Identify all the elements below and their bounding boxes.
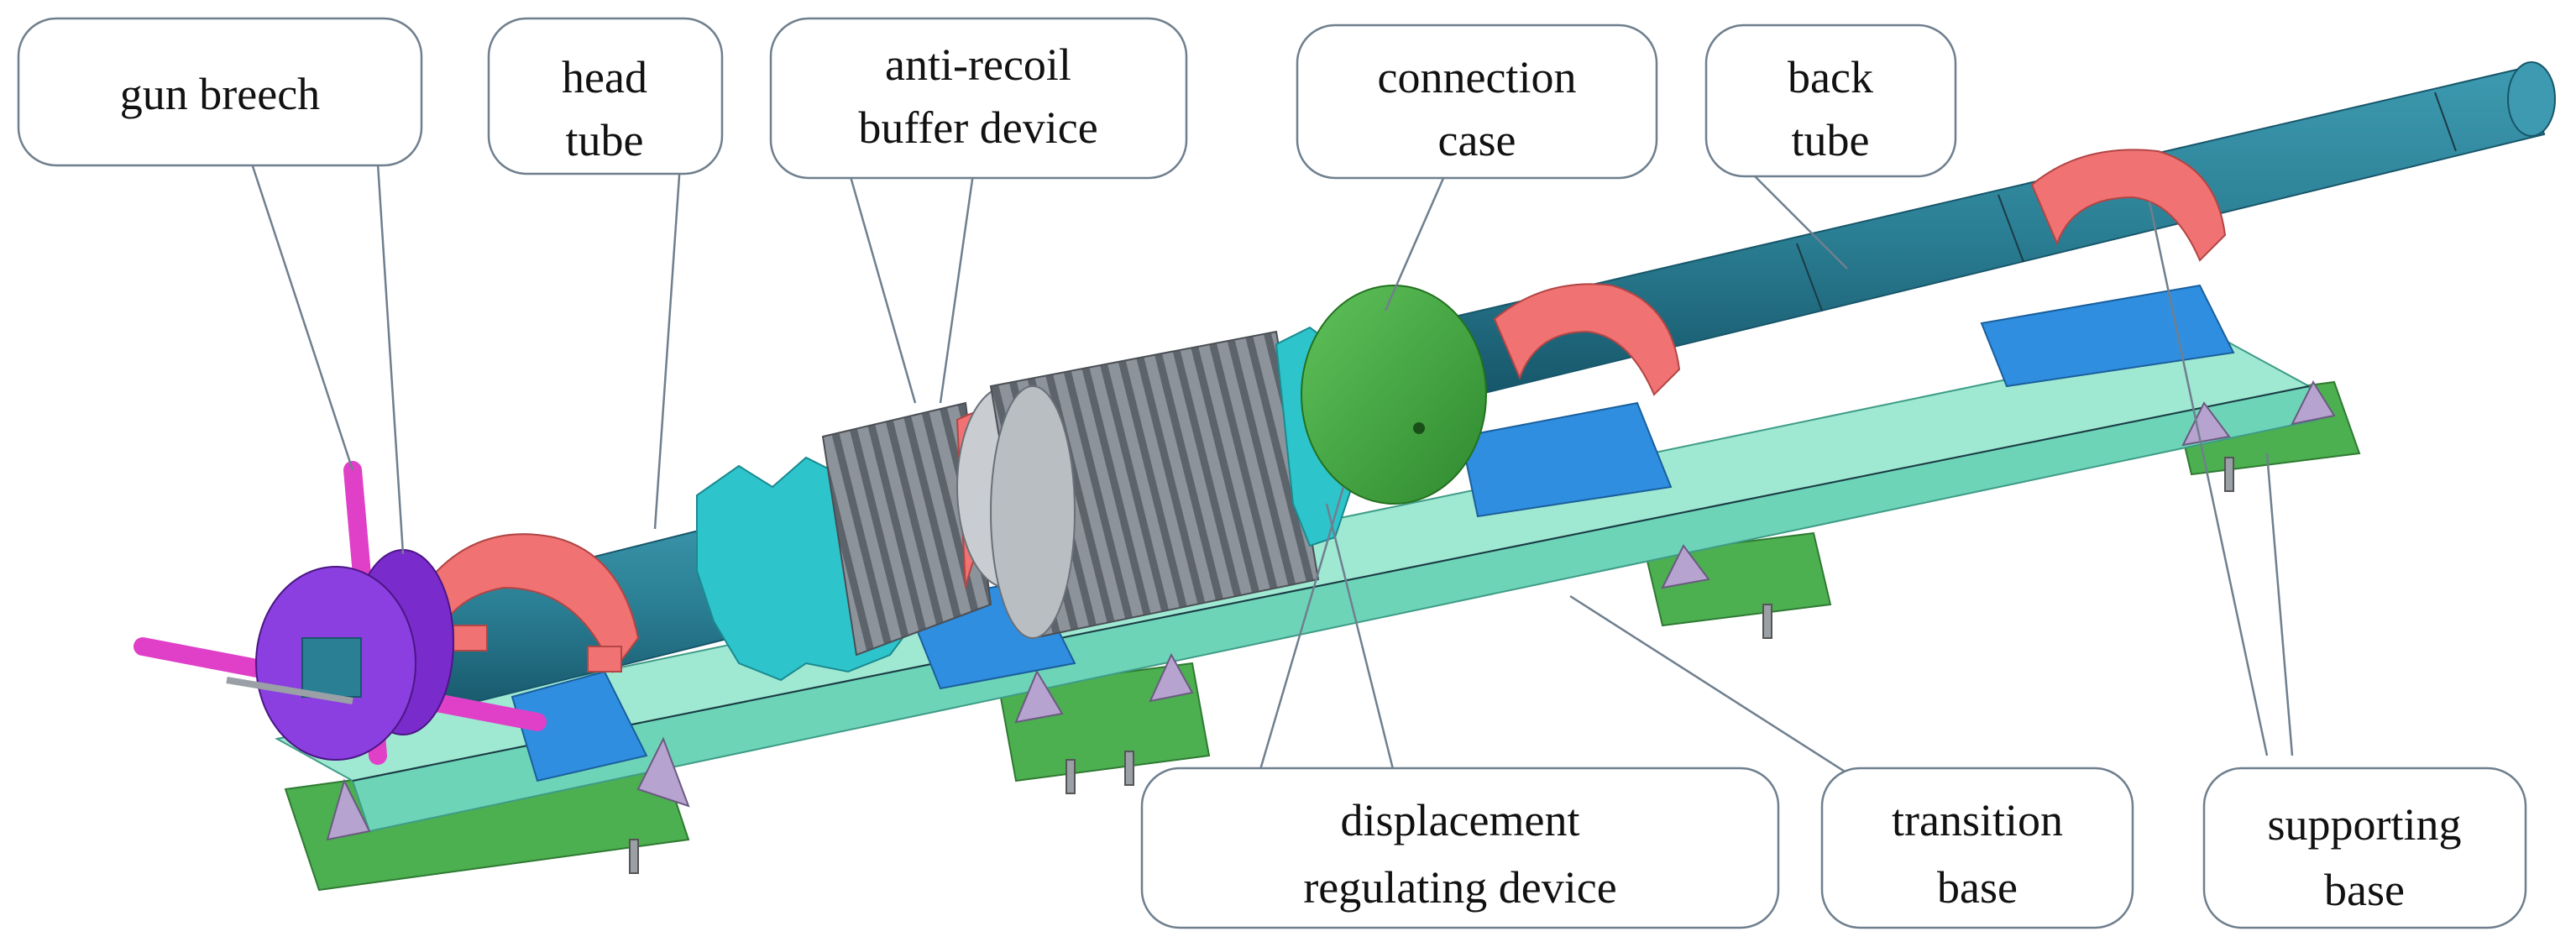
support-4 — [1980, 284, 2235, 388]
label-connection-case-line2: case — [1438, 115, 1516, 165]
bolt-4 — [1762, 604, 1772, 639]
label-displacement-line1: displacement — [1341, 795, 1580, 845]
label-head-tube-line1: head — [562, 52, 647, 102]
support-1 — [510, 670, 648, 782]
gusset-2 — [636, 736, 690, 808]
gun-breech-drawing — [134, 461, 547, 765]
gusset-5 — [1661, 544, 1710, 589]
back-tube-drawing — [1442, 61, 2556, 396]
leader-head-tube — [653, 163, 682, 530]
label-back-tube-line1: back — [1788, 52, 1873, 102]
label-supporting-base-line2: base — [2324, 865, 2405, 915]
leader-displacement-2 — [1325, 503, 1395, 773]
connection-case-drawing — [1301, 285, 1487, 505]
label-anti-recoil-line1: anti-recoil — [885, 39, 1071, 90]
label-displacement-line2: regulating device — [1303, 862, 1616, 913]
callout-anti-recoil: anti-recoil buffer device — [769, 17, 1188, 180]
label-back-tube-line2: tube — [1792, 115, 1870, 165]
gusset-1 — [326, 778, 371, 841]
callout-connection-case: connection case — [1296, 24, 1658, 180]
leader-anti-recoil-1 — [846, 167, 917, 404]
head-clamp-drawing — [418, 533, 640, 674]
gusset-6 — [2181, 401, 2231, 447]
rail-edge — [352, 385, 2310, 782]
callout-transition-base: transition base — [1820, 767, 2134, 929]
leader-transition-base — [1569, 594, 1873, 791]
label-transition-base-line2: base — [1937, 862, 2018, 913]
leader-back-tube — [1754, 175, 1848, 270]
leader-anti-recoil-2 — [939, 167, 976, 404]
support-3 — [1459, 401, 1673, 518]
callout-supporting-base: supporting base — [2202, 767, 2527, 929]
label-connection-case-line1: connection — [1378, 52, 1577, 102]
callout-displacement: displacement regulating device — [1140, 767, 1780, 929]
leader-gun-breech — [250, 163, 354, 471]
gusset-7 — [2291, 379, 2336, 426]
gusset-4 — [1149, 652, 1194, 703]
anti-recoil-drawing — [696, 326, 1362, 682]
callout-head-tube: head tube — [487, 17, 724, 175]
label-anti-recoil-line2: buffer device — [858, 102, 1097, 153]
callout-back-tube: back tube — [1704, 24, 1957, 178]
bolt-5 — [2224, 457, 2234, 492]
label-transition-base-line1: transition — [1892, 795, 2063, 845]
leader-supporting-base-1 — [2148, 201, 2269, 756]
label-gun-breech: gun breech — [120, 69, 320, 119]
leader-connection-case — [1384, 175, 1446, 311]
leader-lines — [250, 163, 2294, 791]
back-clamps-drawing — [1493, 149, 2227, 396]
callout-gun-breech: gun breech — [17, 17, 423, 167]
bolt-3 — [1124, 751, 1134, 786]
leader-gun-breech-2 — [376, 163, 405, 555]
bolt-2 — [1065, 759, 1076, 794]
bolt-1 — [629, 839, 639, 874]
leader-supporting-base-2 — [2265, 453, 2294, 756]
gusset-3 — [1014, 669, 1064, 724]
leader-displacement-1 — [1258, 486, 1345, 773]
label-head-tube-line2: tube — [566, 115, 644, 165]
label-supporting-base-line1: supporting — [2267, 799, 2461, 850]
